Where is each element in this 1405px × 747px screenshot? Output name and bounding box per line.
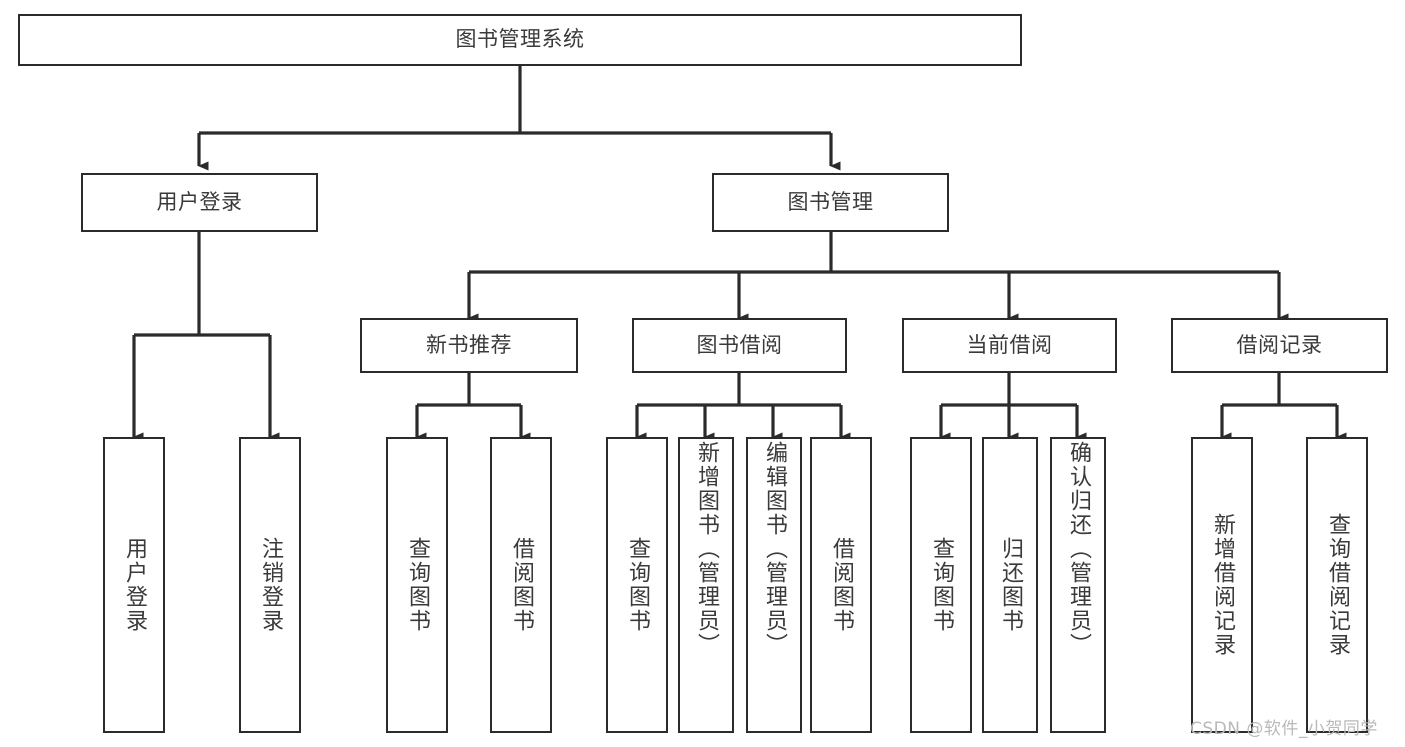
node-label: 图书借阅 [696, 332, 783, 357]
node-label: 新增借阅记录 [1210, 513, 1235, 657]
leaf-borrow-record-add-record[interactable]: 新增借阅记录 [1191, 437, 1253, 733]
node-book-borrow[interactable]: 图书借阅 [632, 318, 847, 373]
node-current-borrow[interactable]: 当前借阅 [902, 318, 1117, 373]
leaf-current-borrow-query-book[interactable]: 查询图书 [910, 437, 972, 733]
node-label: 图书管理 [787, 189, 874, 214]
leaf-new-book-query-book[interactable]: 查询图书 [386, 437, 448, 733]
node-label: 新增图书（管理员） [694, 441, 719, 657]
node-label: 确认归还（管理员） [1066, 441, 1091, 657]
leaf-borrow-record-query-record[interactable]: 查询借阅记录 [1306, 437, 1368, 733]
node-root-book-management-system[interactable]: 图书管理系统 [18, 14, 1022, 66]
node-new-book-recommend[interactable]: 新书推荐 [360, 318, 578, 373]
node-label: 查询图书 [625, 537, 650, 633]
leaf-book-borrow-query-book[interactable]: 查询图书 [606, 437, 668, 733]
node-label: 归还图书 [998, 537, 1023, 633]
leaf-book-borrow-borrow-book[interactable]: 借阅图书 [810, 437, 872, 733]
csdn-watermark: CSDN @软件_小贺同学 [1190, 719, 1378, 739]
node-label: 用户登录 [122, 537, 147, 633]
node-label: 注销登录 [258, 537, 283, 633]
node-borrow-record[interactable]: 借阅记录 [1171, 318, 1388, 373]
node-user-login[interactable]: 用户登录 [81, 173, 318, 232]
node-label: 编辑图书（管理员） [762, 441, 787, 657]
node-label: 新书推荐 [426, 332, 512, 357]
node-label: 图书管理系统 [455, 27, 585, 52]
node-label: 当前借阅 [966, 332, 1053, 357]
node-label: 用户登录 [156, 189, 243, 214]
leaf-book-borrow-edit-book-admin[interactable]: 编辑图书（管理员） [746, 437, 802, 733]
node-label: 查询图书 [929, 537, 954, 633]
leaf-book-borrow-add-book-admin[interactable]: 新增图书（管理员） [678, 437, 734, 733]
node-label: 借阅图书 [509, 537, 534, 633]
node-label: 查询图书 [405, 537, 430, 633]
leaf-new-book-borrow-book[interactable]: 借阅图书 [490, 437, 552, 733]
node-label: 查询借阅记录 [1325, 513, 1350, 657]
node-label: 借阅记录 [1236, 332, 1323, 357]
node-book-management[interactable]: 图书管理 [712, 173, 949, 232]
node-label: 借阅图书 [829, 537, 854, 633]
leaf-user-login-login[interactable]: 用户登录 [103, 437, 165, 733]
leaf-current-borrow-return-book[interactable]: 归还图书 [982, 437, 1038, 733]
leaf-user-login-logout[interactable]: 注销登录 [239, 437, 301, 733]
leaf-current-borrow-confirm-return-admin[interactable]: 确认归还（管理员） [1050, 437, 1106, 733]
